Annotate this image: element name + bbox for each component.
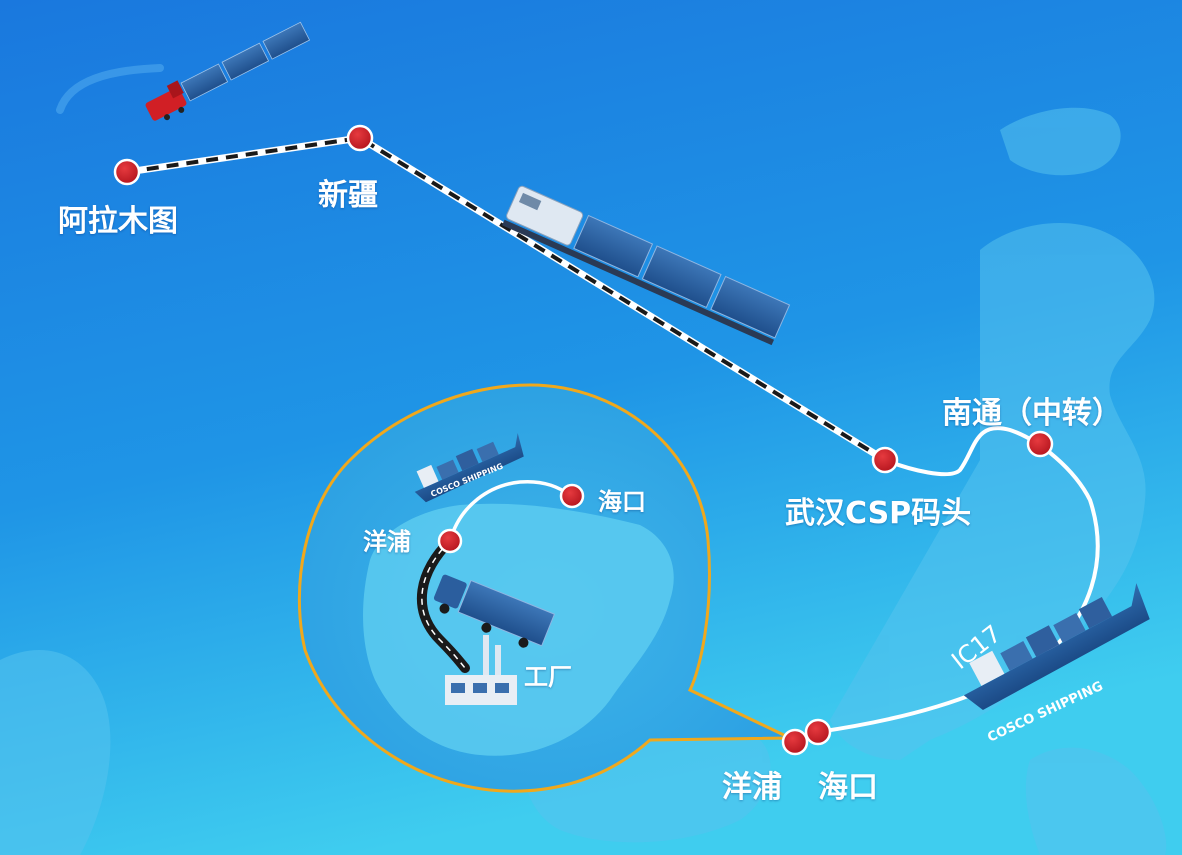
factory-icon bbox=[445, 635, 517, 705]
location-marker-icon bbox=[871, 446, 899, 474]
location-marker-icon bbox=[437, 528, 463, 554]
location-marker-icon bbox=[113, 158, 141, 186]
location-marker-icon bbox=[781, 728, 809, 756]
inset-label-haikou: 海口 bbox=[598, 488, 646, 516]
freight-train-icon bbox=[145, 21, 311, 121]
location-marker-icon bbox=[559, 483, 585, 509]
label-xinjiang: 新疆 bbox=[318, 178, 378, 213]
wave-mark bbox=[56, 64, 164, 114]
label-almaty: 阿拉木图 bbox=[58, 204, 178, 239]
location-markers bbox=[113, 124, 1054, 756]
label-haikou: 海口 bbox=[818, 770, 878, 805]
inset-label-factory: 工厂 bbox=[524, 663, 572, 691]
container-train-icon bbox=[502, 185, 791, 346]
location-marker-icon bbox=[804, 718, 832, 746]
location-marker-icon bbox=[346, 124, 374, 152]
container-truck-icon bbox=[433, 574, 556, 648]
container-ship-small-icon bbox=[414, 432, 524, 503]
inset-label-yangpu: 洋浦 bbox=[363, 528, 411, 556]
container-ship-icon bbox=[963, 583, 1150, 711]
label-yangpu: 洋浦 bbox=[722, 770, 782, 805]
inset-sea-route bbox=[448, 479, 573, 542]
label-wuhan-csp: 武汉CSP码头 bbox=[785, 496, 972, 531]
inset-road-centerline bbox=[421, 540, 466, 669]
location-marker-icon bbox=[1026, 430, 1054, 458]
label-nantong: 南通（中转） bbox=[942, 396, 1122, 431]
